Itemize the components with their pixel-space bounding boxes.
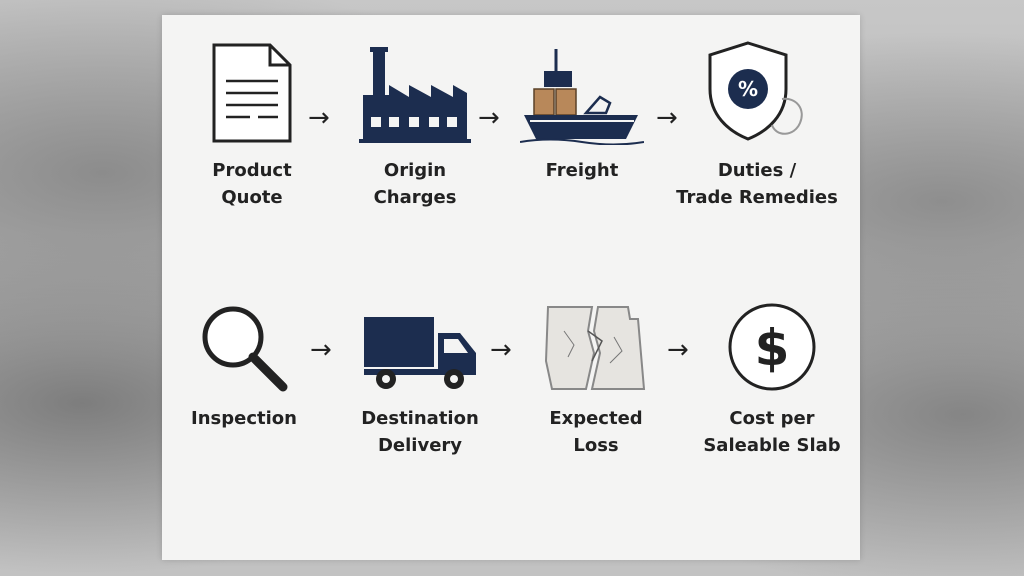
step-origin-charges: Origin Charges bbox=[325, 35, 505, 211]
step-label: Inspection bbox=[191, 408, 297, 429]
step-label: Product Quote bbox=[212, 160, 292, 208]
arrow-icon: → bbox=[667, 335, 689, 365]
arrow-icon: → bbox=[478, 103, 500, 133]
step-duties: % Duties / Trade Remedies bbox=[667, 35, 847, 211]
ship-icon bbox=[520, 49, 644, 145]
step-label: Duties / Trade Remedies bbox=[676, 160, 838, 208]
truck-icon bbox=[364, 317, 476, 389]
svg-text:%: % bbox=[738, 77, 758, 101]
arrow-icon: → bbox=[308, 103, 330, 133]
step-destination-delivery: Destination Delivery bbox=[330, 297, 510, 459]
step-freight: Freight bbox=[492, 35, 672, 184]
step-product-quote: Product Quote bbox=[162, 35, 342, 211]
step-label: Expected Loss bbox=[549, 408, 643, 456]
arrow-icon: → bbox=[310, 335, 332, 365]
cost-flow-diagram: Product Quote → Origin Charges → bbox=[162, 15, 860, 560]
step-inspection: Inspection bbox=[154, 297, 334, 432]
step-expected-loss: Expected Loss bbox=[506, 297, 686, 459]
document-icon bbox=[212, 43, 292, 143]
dollar-coin-icon: $ bbox=[728, 303, 816, 391]
factory-icon bbox=[359, 47, 471, 143]
arrow-icon: → bbox=[490, 335, 512, 365]
shield-percent-icon: % bbox=[708, 41, 803, 141]
arrow-icon: → bbox=[656, 103, 678, 133]
svg-text:$: $ bbox=[755, 319, 790, 377]
magnifier-icon bbox=[202, 306, 288, 392]
step-label: Destination Delivery bbox=[361, 408, 479, 456]
cracked-slab-icon bbox=[544, 306, 646, 390]
step-cost-per-slab: $ Cost per Saleable Slab bbox=[682, 297, 862, 459]
step-label: Origin Charges bbox=[373, 160, 457, 208]
diagram-row-2: Inspection → Destination Delivery → bbox=[162, 297, 860, 477]
diagram-row-1: Product Quote → Origin Charges → bbox=[162, 35, 860, 235]
step-label: Freight bbox=[545, 160, 619, 181]
step-label: Cost per Saleable Slab bbox=[703, 408, 841, 456]
